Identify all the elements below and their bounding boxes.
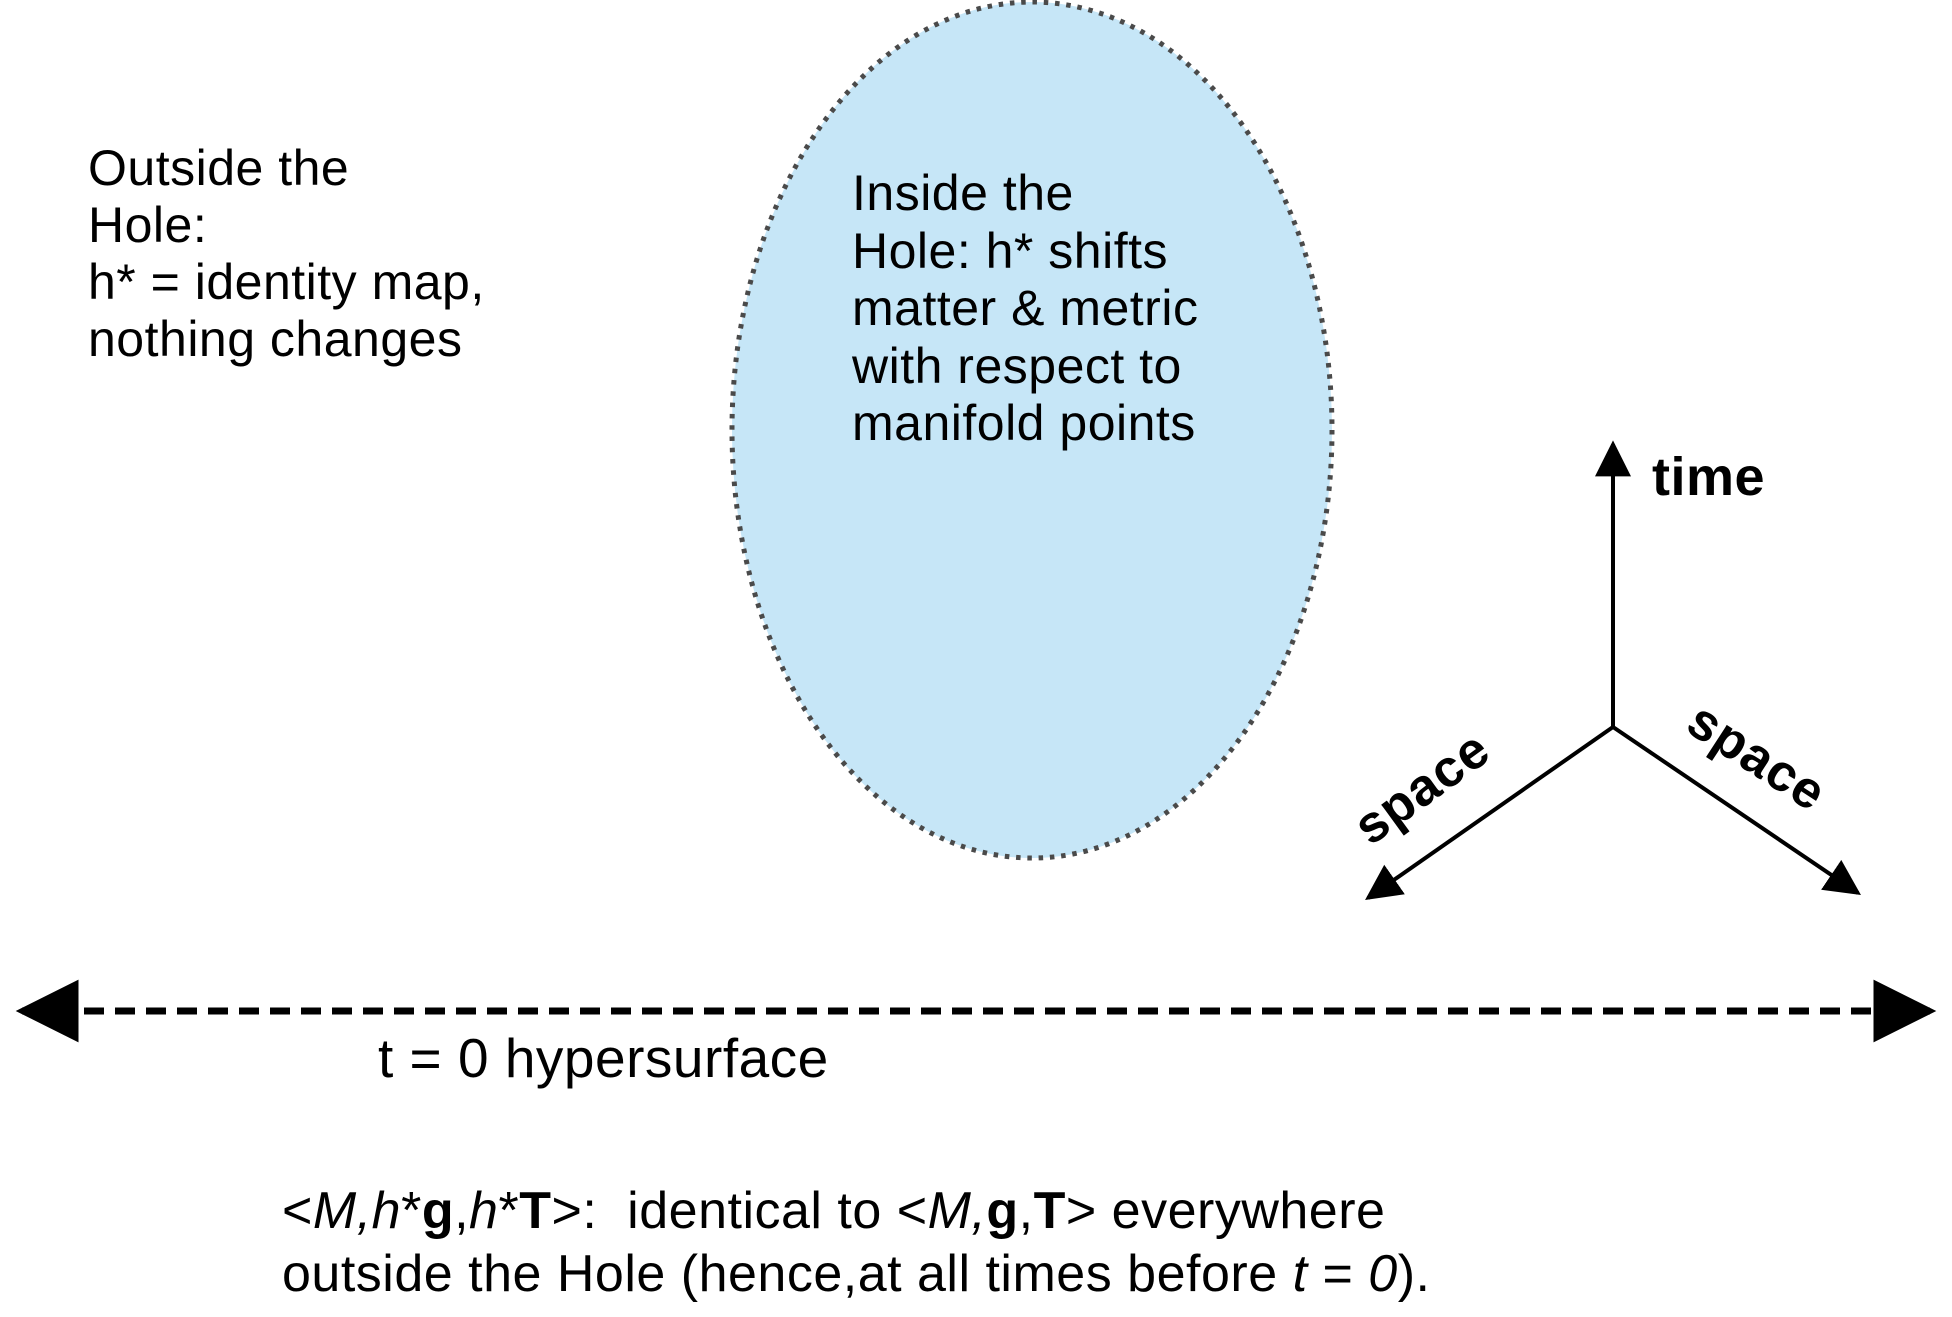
formula-segment: ,: [1018, 1182, 1034, 1240]
formula-segment: T: [519, 1182, 552, 1240]
formula-segment: h: [469, 1182, 499, 1240]
formula-line-2: outside the Hole (hence,at all times bef…: [282, 1243, 1430, 1306]
formula: <M,h*g,h*T>: identical to <M,g,T> everyw…: [282, 1180, 1430, 1306]
formula-segment: t: [1292, 1245, 1308, 1303]
hole-ellipse: [729, 0, 1335, 861]
formula-segment: 0: [1368, 1245, 1398, 1303]
space-axis-left: [1365, 725, 1615, 901]
outside-hole-label: Outside the Hole: h* = identity map, not…: [88, 140, 485, 367]
formula-line-1: <M,h*g,h*T>: identical to <M,g,T> everyw…: [282, 1180, 1430, 1243]
formula-segment: ).: [1397, 1245, 1431, 1303]
formula-segment: M,: [927, 1182, 987, 1240]
formula-segment: > everywhere: [1065, 1182, 1386, 1240]
formula-segment: >: identical to <: [551, 1182, 928, 1240]
formula-segment: *: [401, 1182, 422, 1240]
formula-segment: T: [1033, 1182, 1066, 1240]
formula-segment: ,: [454, 1182, 470, 1240]
formula-segment: g: [986, 1182, 1019, 1240]
inside-hole-label: Inside the Hole: h* shifts matter & metr…: [852, 165, 1199, 451]
space-axis-right: [1611, 725, 1861, 896]
formula-segment: *: [498, 1182, 520, 1240]
formula-segment: <: [282, 1182, 313, 1240]
formula-segment: h: [371, 1182, 402, 1240]
hypersurface-label: t = 0 hypersurface: [378, 1027, 829, 1089]
formula-segment: g: [421, 1182, 455, 1240]
time-axis-label: time: [1652, 447, 1766, 507]
formula-segment: outside the Hole (hence,at all times bef…: [282, 1245, 1293, 1303]
formula-segment: =: [1307, 1245, 1369, 1303]
formula-segment: M,: [312, 1182, 372, 1240]
